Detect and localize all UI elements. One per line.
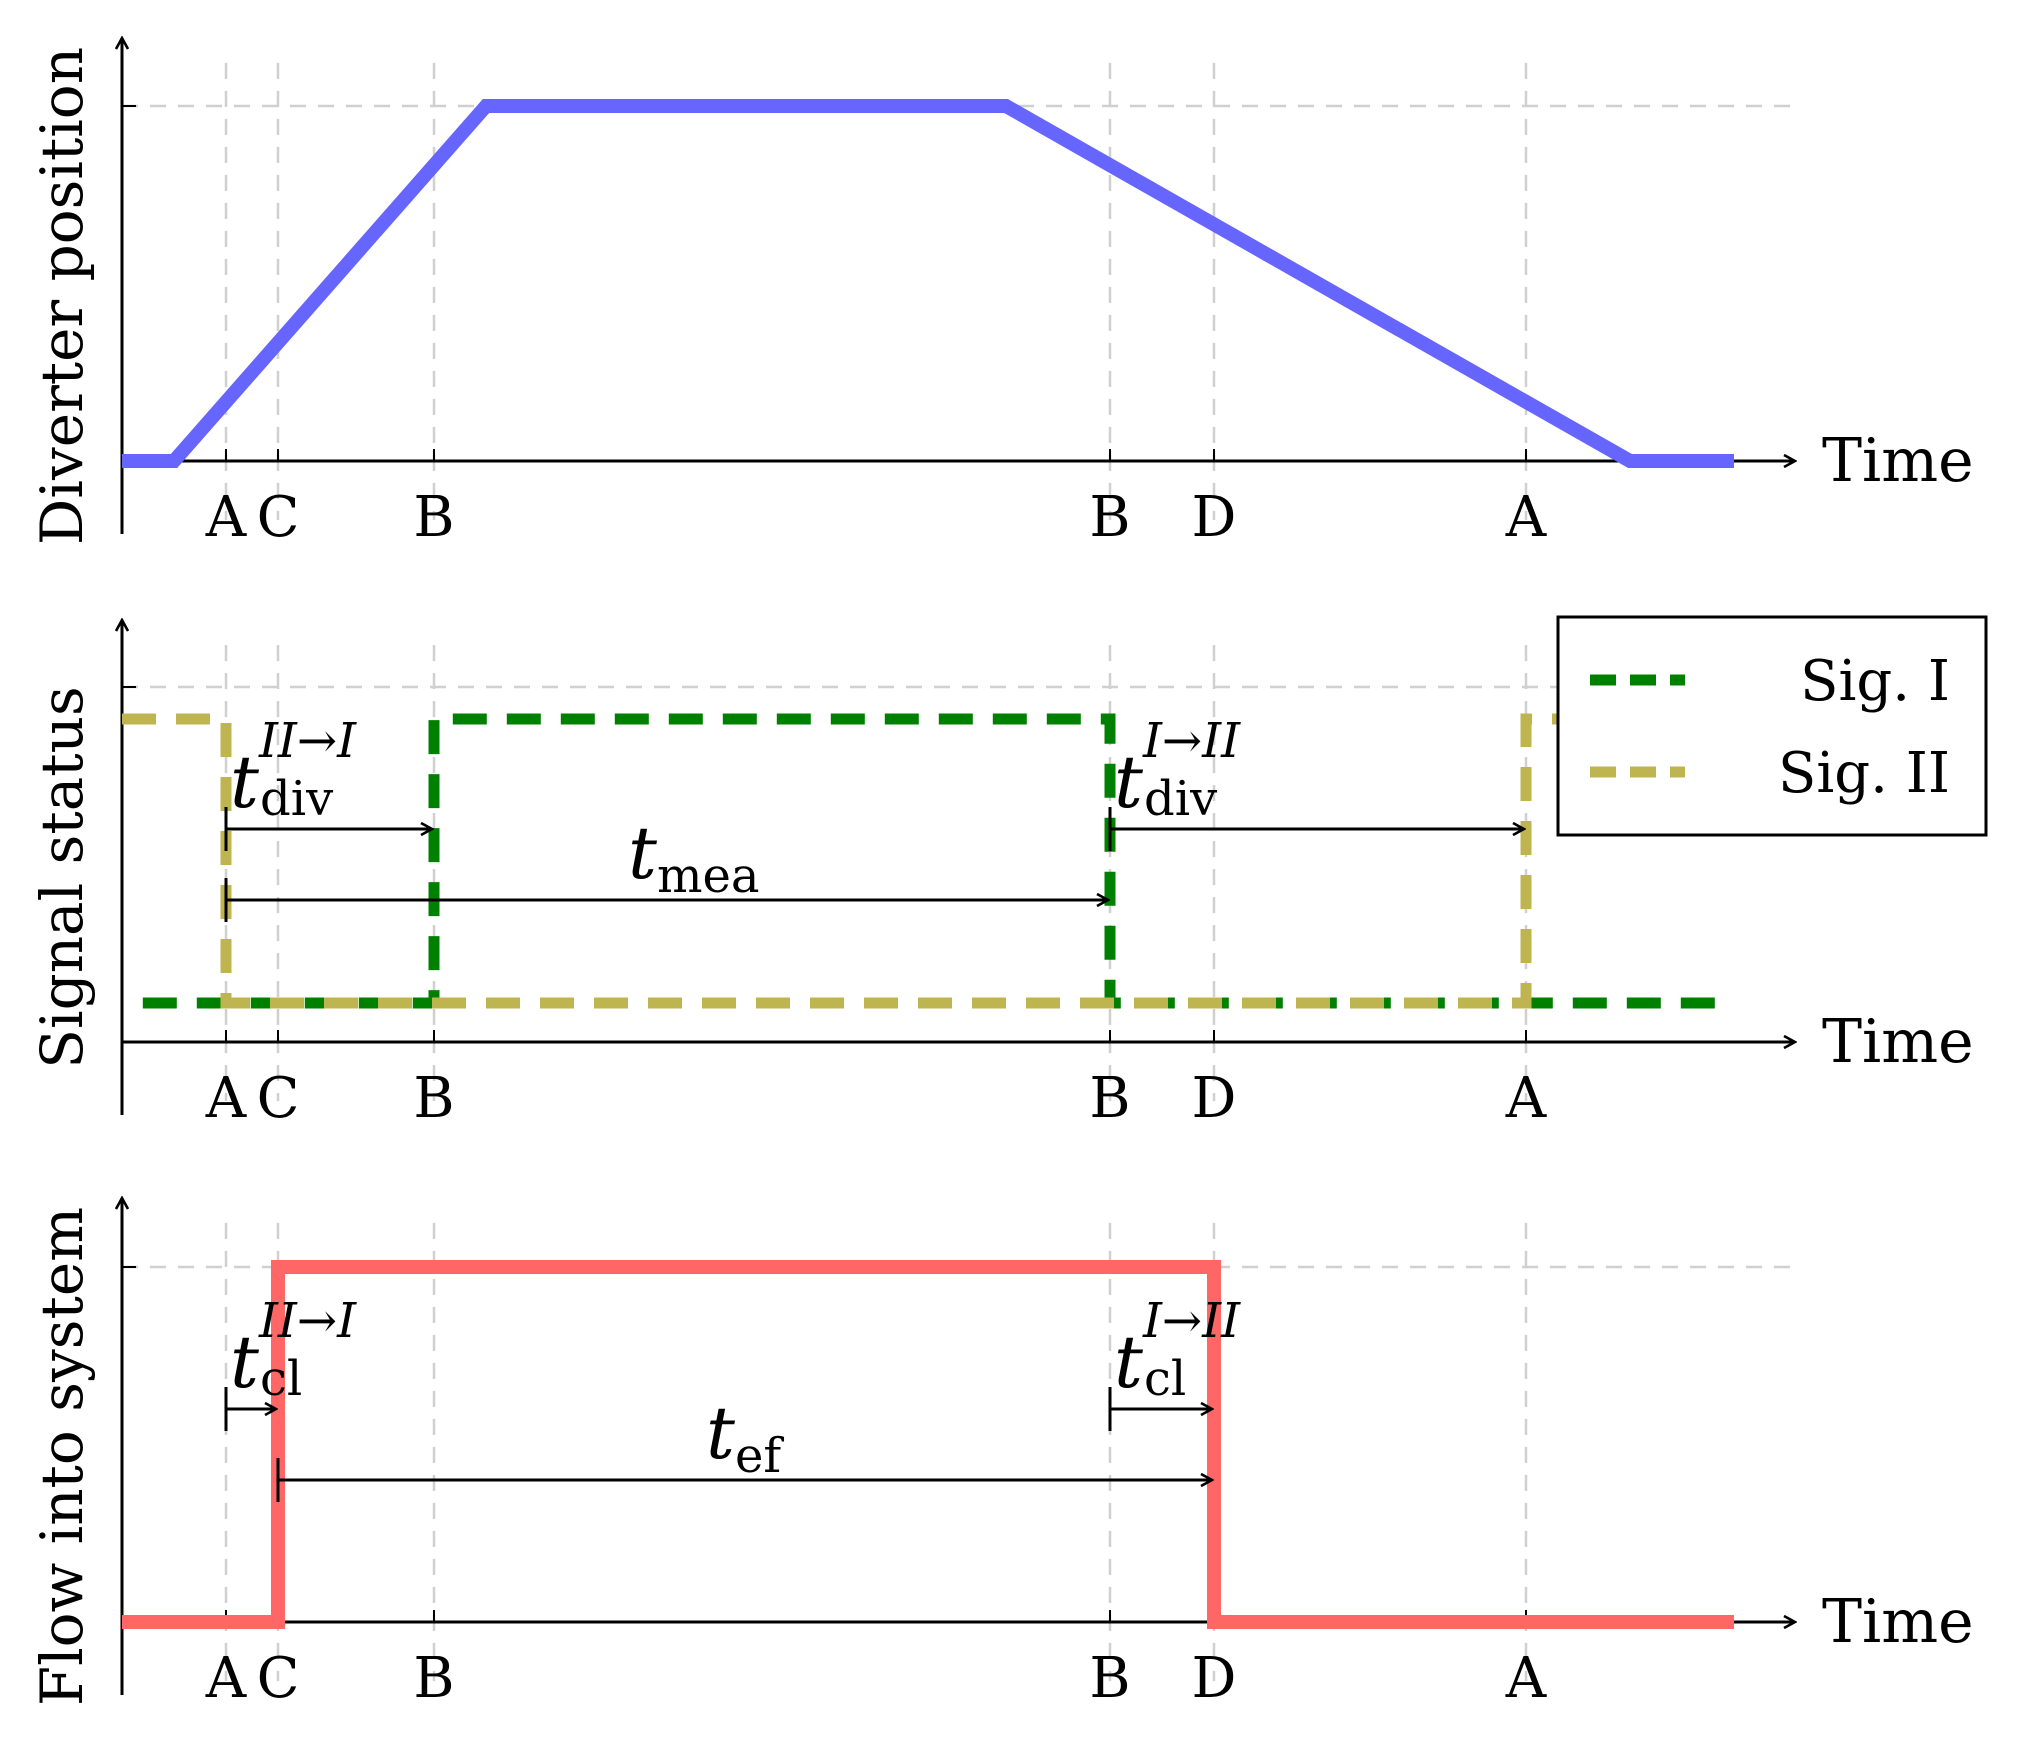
time-marker-label: A <box>205 1646 247 1711</box>
legend-box <box>1556 615 1988 837</box>
series-line-1 <box>122 1260 1734 1629</box>
y-axis-label: Flow into system <box>28 1207 96 1706</box>
x-axis-label: Time <box>1822 1587 1974 1657</box>
y-axis-label: Signal status <box>28 686 96 1068</box>
time-marker-label: A <box>1505 1646 1547 1711</box>
x-axis-label: Time <box>1822 1007 1974 1077</box>
time-marker-label: B <box>413 1646 454 1711</box>
time-marker-label: A <box>1505 485 1547 550</box>
legend-label: Sig. II <box>1778 741 1950 806</box>
legend-label: Sig. I <box>1800 649 1950 714</box>
interval-annotation: tmea <box>224 811 1108 922</box>
series-line-1 <box>122 99 1734 468</box>
series-line-2 <box>122 713 1734 1009</box>
time-marker-label: C <box>257 485 300 550</box>
time-marker-label: D <box>1192 1066 1237 1131</box>
interval-annotation: tII→Icl <box>224 1293 357 1431</box>
time-marker-label: B <box>1089 485 1130 550</box>
time-marker-label: B <box>413 485 454 550</box>
time-marker-label: D <box>1192 1646 1237 1711</box>
time-marker-label: A <box>205 1066 247 1131</box>
interval-label: tI→II <box>1114 713 1241 824</box>
interval-label-subscript: cl <box>260 1351 302 1407</box>
time-marker-label: C <box>257 1646 300 1711</box>
interval-annotation: tef <box>276 1391 1212 1502</box>
interval-label-subscript: div <box>260 771 333 827</box>
legend: Sig. I Sig. II <box>1556 615 1988 837</box>
interval-label-subscript: div <box>1144 771 1217 827</box>
series-line-1 <box>142 713 1734 1009</box>
interval-label-subscript: cl <box>1144 1351 1186 1407</box>
x-axis-label: Time <box>1822 426 1974 496</box>
time-marker-label: A <box>205 485 247 550</box>
interval-label: tII→I <box>230 713 357 824</box>
interval-label: tmea <box>628 811 759 904</box>
time-marker-label: A <box>1505 1066 1547 1131</box>
time-marker-label: B <box>1089 1066 1130 1131</box>
interval-label: tII→I <box>230 1293 357 1404</box>
time-marker-label: B <box>1089 1646 1130 1711</box>
time-marker-label: B <box>413 1066 454 1131</box>
interval-label: tI→II <box>1114 1293 1241 1404</box>
interval-label: tef <box>706 1391 784 1484</box>
y-axis-label: Diverter position <box>28 47 96 545</box>
time-marker-label: C <box>257 1066 300 1131</box>
time-marker-label: D <box>1192 485 1237 550</box>
